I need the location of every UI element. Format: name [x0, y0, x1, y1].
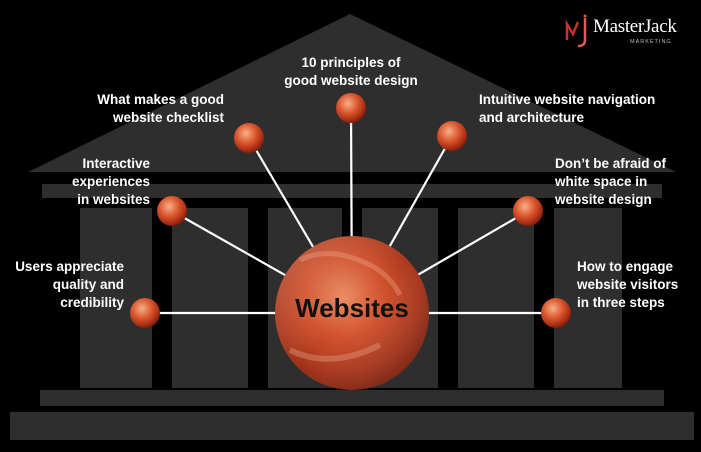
topic-orb — [513, 196, 543, 226]
column — [554, 208, 622, 388]
topic-label: 10 principles of good website design — [284, 55, 418, 88]
topic-orb — [157, 196, 187, 226]
base-step — [40, 390, 664, 406]
brand-name: MasterJack — [593, 16, 677, 37]
topic-orb — [234, 123, 264, 153]
topic-label: Interactive experiences in websites — [71, 156, 150, 207]
topic-orb — [130, 298, 160, 328]
topic-label: Intuitive website navigation and archite… — [479, 92, 656, 125]
topic-orbs — [130, 93, 571, 328]
topic-orb — [541, 298, 571, 328]
topic-label: What makes a good website checklist — [97, 92, 224, 125]
brand-logo: MasterJack MARKETING — [565, 14, 695, 48]
topic-orb — [336, 93, 366, 123]
column — [172, 208, 248, 388]
topic-label: Users appreciate quality and credibility — [15, 259, 124, 310]
logo-mark-icon — [565, 14, 587, 48]
topic-label: How to engage website visitors in three … — [577, 259, 679, 310]
center-title: Websites — [295, 293, 409, 323]
base-step — [10, 412, 694, 440]
roof — [28, 14, 676, 172]
brand-tagline: MARKETING — [630, 39, 672, 45]
column — [458, 208, 534, 388]
column — [80, 208, 152, 388]
topic-label: Don’t be afraid of white space in websit… — [555, 156, 666, 207]
topic-orb — [437, 121, 467, 151]
